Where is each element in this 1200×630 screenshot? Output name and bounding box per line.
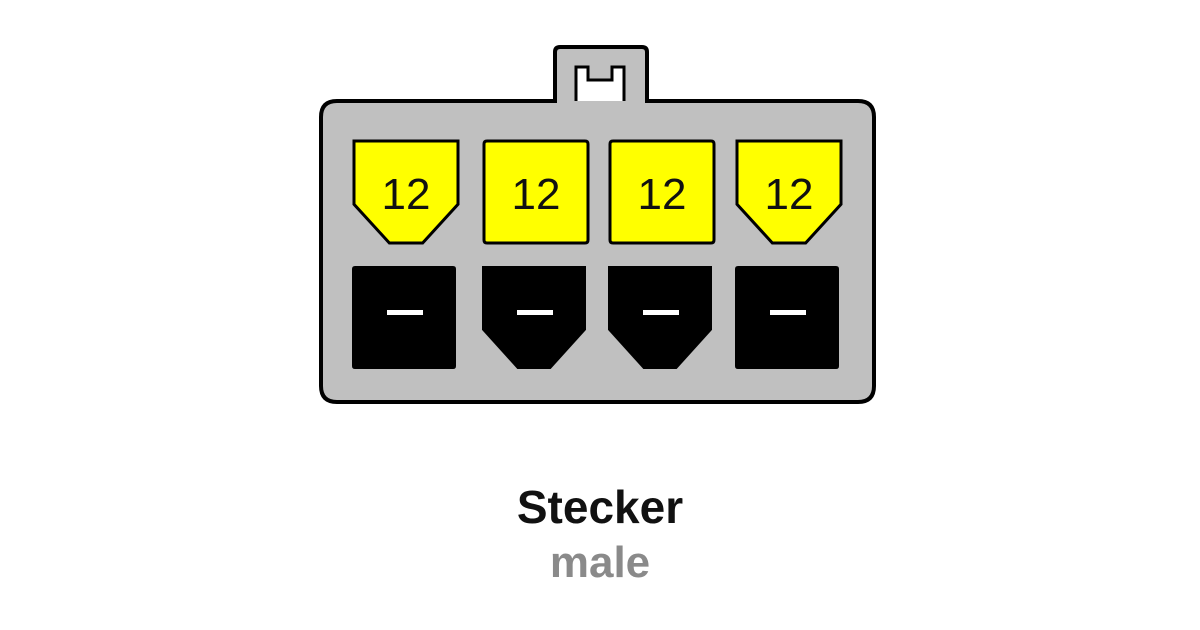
positive-pin: 12 bbox=[735, 139, 843, 245]
ground-pin bbox=[608, 266, 712, 369]
pin-shape bbox=[482, 139, 590, 245]
pin-shape bbox=[608, 139, 716, 245]
pin-voltage-label: 12 bbox=[638, 170, 687, 219]
positive-pin: 12 bbox=[352, 139, 460, 245]
connector-title: Stecker bbox=[516, 481, 684, 533]
ground-pin bbox=[352, 266, 456, 369]
positive-pin: 12 bbox=[608, 139, 716, 245]
ground-pin bbox=[735, 266, 839, 369]
pin-voltage-label: 12 bbox=[382, 170, 431, 219]
minus-icon bbox=[643, 310, 679, 315]
connector-subtitle: male bbox=[549, 538, 651, 587]
ground-pin bbox=[482, 266, 586, 369]
positive-pin-row: 12 12 12 12 bbox=[352, 139, 843, 245]
pin-voltage-label: 12 bbox=[765, 170, 814, 219]
pin-shape bbox=[352, 139, 460, 245]
pin-shape bbox=[735, 266, 839, 369]
pin-shape bbox=[608, 266, 712, 369]
minus-icon bbox=[387, 310, 423, 315]
positive-pin: 12 bbox=[482, 139, 590, 245]
minus-icon bbox=[517, 310, 553, 315]
pin-voltage-label: 12 bbox=[512, 170, 561, 219]
ground-pin-row bbox=[352, 266, 839, 369]
pin-shape bbox=[735, 139, 843, 245]
pin-shape bbox=[482, 266, 586, 369]
latch-notch bbox=[574, 65, 626, 101]
pin-shape bbox=[352, 266, 456, 369]
minus-icon bbox=[770, 310, 806, 315]
